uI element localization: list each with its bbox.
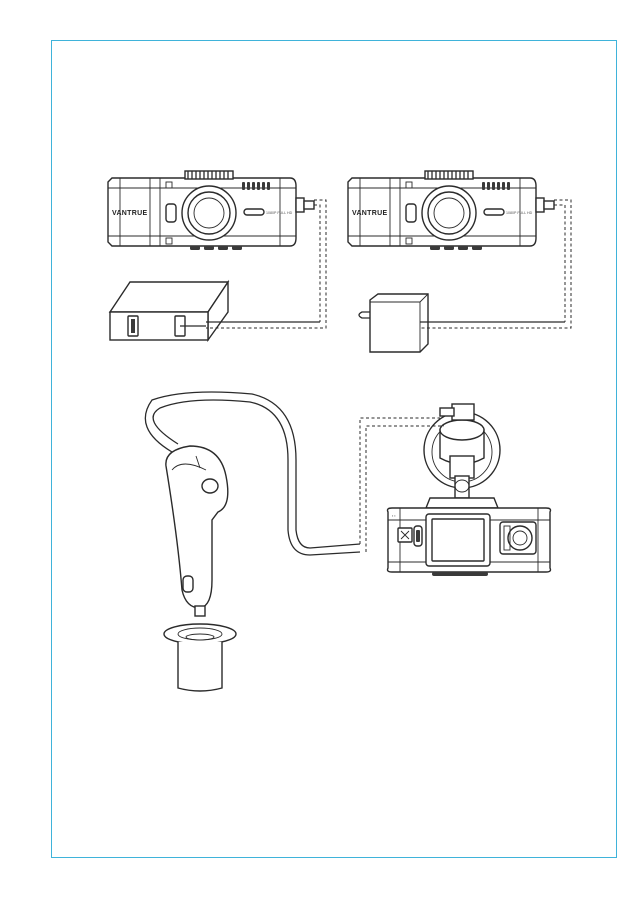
svg-text:▪ ▪: ▪ ▪ xyxy=(392,514,396,518)
camera-brand-left: VANTRUE xyxy=(112,210,147,217)
dash-cam-on-suction-mount-icon: ▪ ▪ xyxy=(388,404,551,576)
camera-brand-right: VANTRUE xyxy=(352,210,387,217)
power-bank-icon xyxy=(110,282,228,340)
cigarette-socket-icon xyxy=(164,624,236,691)
dash-camera-right: VANTRUE 1080P FULL HD xyxy=(348,171,554,250)
wall-adapter-icon xyxy=(359,294,428,352)
dash-camera-left: VANTRUE 1080P FULL HD xyxy=(108,171,314,250)
camera-resolution-left: 1080P FULL HD xyxy=(266,211,293,215)
car-charger-icon xyxy=(145,392,444,616)
camera-resolution-right: 1080P FULL HD xyxy=(506,211,533,215)
